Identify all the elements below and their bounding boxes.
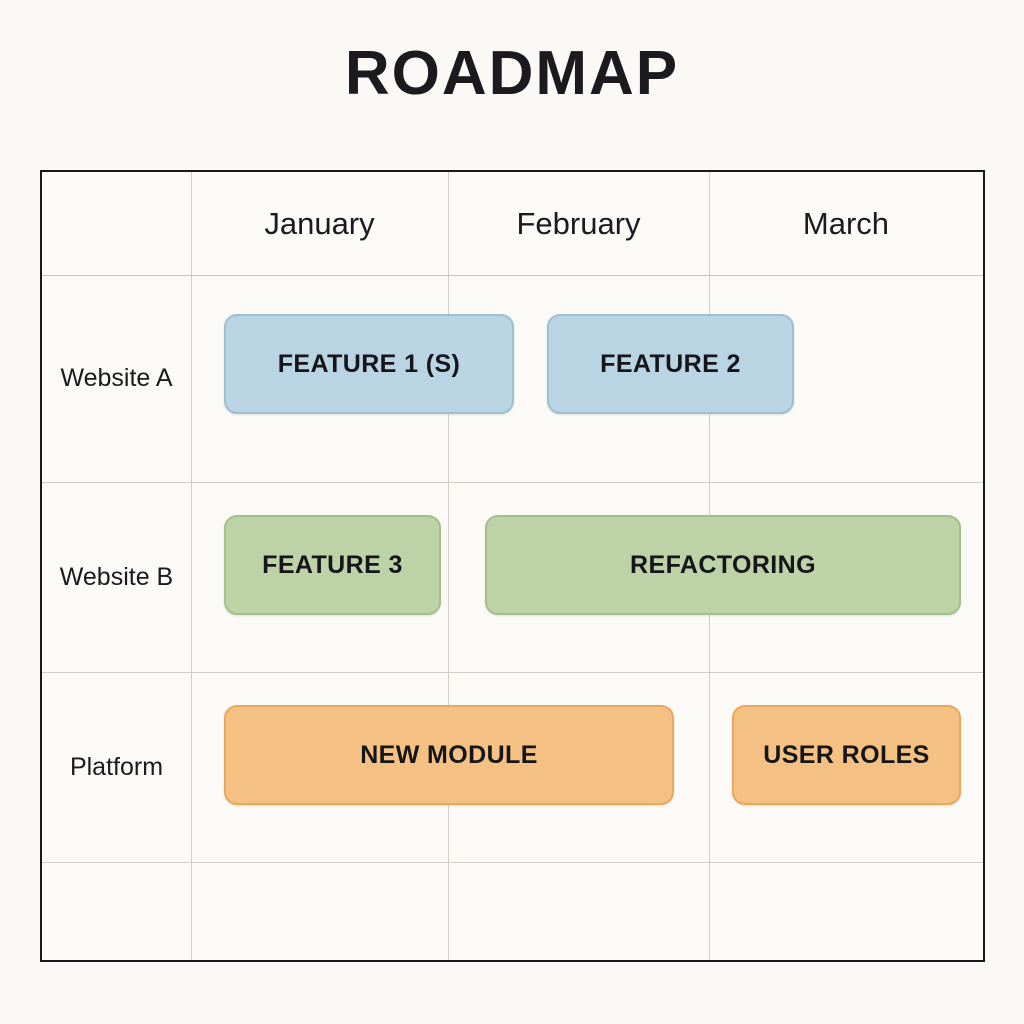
task-bar-new-module[interactable]: NEW MODULE xyxy=(224,705,674,805)
task-bar-feature-3[interactable]: FEATURE 3 xyxy=(224,515,441,615)
page-title: ROADMAP xyxy=(344,39,680,108)
task-bar-refactoring[interactable]: REFACTORING xyxy=(485,515,961,615)
grid-hline-platform xyxy=(42,862,983,863)
task-bar-feature-1[interactable]: FEATURE 1 (S) xyxy=(224,314,514,414)
grid-hline-website-b xyxy=(42,672,983,673)
task-bar-feature-2[interactable]: FEATURE 2 xyxy=(547,314,794,414)
column-header-february: February xyxy=(516,205,641,241)
roadmap-table: January February March Website A Website… xyxy=(40,170,985,962)
grid-hline-website-a xyxy=(42,482,983,483)
grid-vline-rowlabel xyxy=(191,172,192,960)
row-label-website-b: Website B xyxy=(59,562,174,591)
grid-vline-january-february xyxy=(448,172,449,960)
grid-hline-header xyxy=(42,275,983,276)
column-header-january: January xyxy=(264,205,375,241)
row-label-platform: Platform xyxy=(69,752,164,781)
task-bar-user-roles[interactable]: USER ROLES xyxy=(732,705,961,805)
row-label-website-a: Website A xyxy=(60,364,173,393)
column-header-march: March xyxy=(802,205,890,241)
